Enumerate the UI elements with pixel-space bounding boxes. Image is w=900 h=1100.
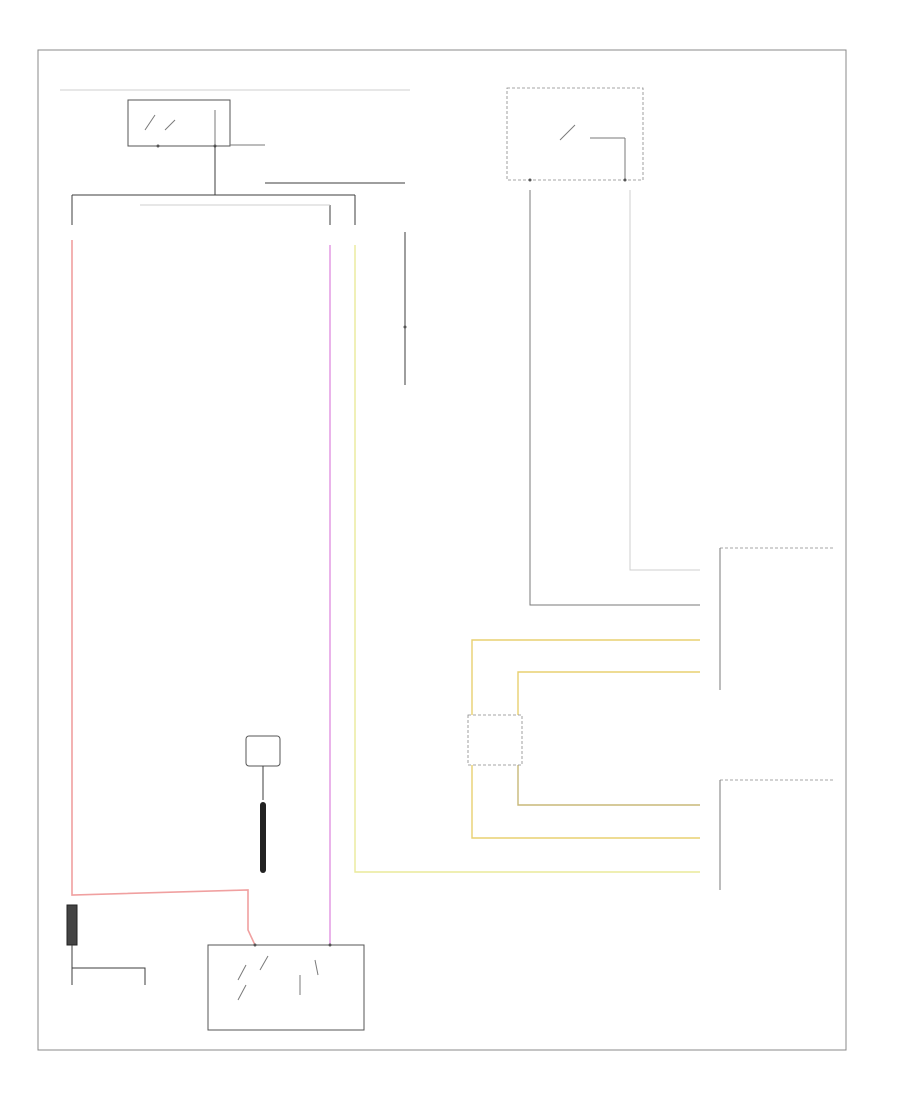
splice-block (467, 714, 523, 766)
starter (207, 943, 365, 1031)
ecm-upper (719, 547, 835, 690)
engine-control-relay (506, 87, 644, 182)
starter-relay (60, 89, 410, 148)
engine-control-wires (529, 190, 700, 606)
yellow-signal-wire (354, 245, 700, 873)
splice-wires (471, 639, 700, 839)
battery-positive-wire (71, 240, 256, 946)
diagram-frame (37, 49, 847, 1051)
battery (66, 904, 146, 985)
fuse-junction (71, 146, 356, 225)
ecm-lower (719, 779, 835, 890)
generator (245, 735, 281, 873)
ground-mid (403, 232, 407, 385)
